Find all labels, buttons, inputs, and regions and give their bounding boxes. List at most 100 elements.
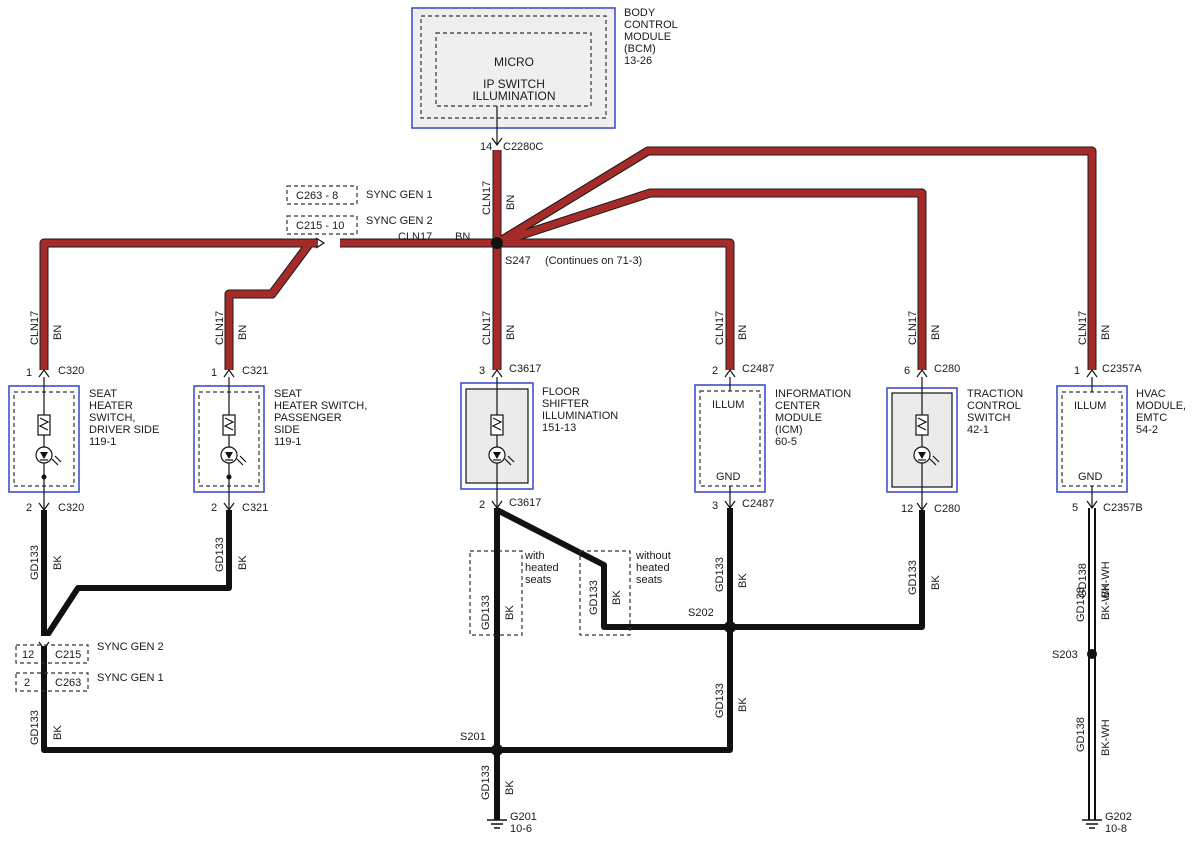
- conn-floor-bot: C3617: [509, 497, 541, 509]
- sync-bottom-label-1: SYNC GEN 2: [97, 641, 164, 653]
- seat-pass-title-5: 119-1: [274, 436, 301, 448]
- conn-icm-bot: C2487: [742, 498, 774, 510]
- floor-title-1: FLOOR: [542, 386, 580, 398]
- connector-arrow: [491, 137, 503, 147]
- ground-left-wire: GD133: [29, 710, 41, 745]
- conn-floor-top: C3617: [509, 363, 541, 375]
- pin-traction-top: 6: [904, 365, 910, 377]
- ground-left-color: BK: [52, 725, 64, 740]
- red-wires: [39, 146, 1097, 370]
- bcm-module: MICRO IP SWITCH ILLUMINATION: [411, 7, 616, 129]
- bcm-title-2: CONTROL: [624, 19, 678, 31]
- pin-floor-bot: 2: [479, 499, 485, 511]
- floor-title-3: ILLUMINATION: [542, 410, 618, 422]
- ground-s202-wire: GD133: [714, 683, 726, 718]
- seat-pass-title-3: PASSENGER: [274, 412, 342, 424]
- wire-color-traction-bot: BK: [930, 575, 942, 590]
- sync-bottom-pin-2: 2: [24, 677, 30, 689]
- splice-s247: [491, 237, 503, 249]
- wire-color-seat-driver-top: BN: [52, 325, 64, 340]
- seat-driver-title-2: HEATER: [89, 400, 133, 412]
- traction-title-1: TRACTION: [967, 388, 1023, 400]
- splice-s203-label: S203: [1052, 649, 1078, 661]
- wire-label-seat-pass-bot: GD133: [214, 537, 226, 572]
- bcm-title-5: 13-26: [624, 55, 652, 67]
- wire-label-floor-top: CLN17: [481, 311, 493, 345]
- pin-seat-pass-top: 1: [211, 367, 217, 379]
- option-without-line-3: seats: [636, 574, 663, 586]
- sync-bottom-label-2: SYNC GEN 1: [97, 672, 164, 684]
- conn-seat-pass-top: C321: [242, 365, 268, 377]
- hvac-illum: ILLUM: [1074, 400, 1106, 412]
- bcm-ip-label-2: ILLUMINATION: [472, 89, 555, 103]
- ground-s201-wire: GD133: [480, 765, 492, 800]
- ground-s202-color: BK: [737, 697, 749, 712]
- icm-illum: ILLUM: [712, 399, 744, 411]
- sync-bottom-conn-2: C263: [55, 677, 81, 689]
- hvac-title-2: MODULE,: [1136, 400, 1186, 412]
- wire-label-icm-bot: GD133: [714, 557, 726, 592]
- icm-title-1: INFORMATION: [775, 388, 851, 400]
- wire-label-seat-driver-top: CLN17: [29, 311, 41, 345]
- hvac-title-4: 54-2: [1136, 424, 1158, 436]
- wire-color-seat-driver-bot: BK: [52, 555, 64, 570]
- wire-color-horizontal: BN: [455, 231, 470, 243]
- sync-top-label-1: SYNC GEN 1: [366, 189, 433, 201]
- icm-title-2: CENTER: [775, 400, 820, 412]
- wire-label-bcm: CLN17: [481, 181, 493, 215]
- icm-title-4: (ICM): [775, 424, 803, 436]
- seat-driver-title-4: DRIVER SIDE: [89, 424, 159, 436]
- ground-wires: [41, 507, 1097, 820]
- hvac-module: [1056, 385, 1128, 493]
- pin-hvac-bot: 5: [1072, 502, 1078, 514]
- option-with-wire: GD133: [480, 595, 492, 630]
- wire-color-icm-bot: BK: [737, 573, 749, 588]
- conn-traction-top: C280: [934, 363, 960, 375]
- floor-title-4: 151-13: [542, 422, 576, 434]
- floor-title-2: SHIFTER: [542, 398, 589, 410]
- sync-top-box-2: C215 - 10: [296, 220, 344, 232]
- option-with-color: BK: [504, 605, 516, 620]
- ground-s201-color: BK: [504, 780, 516, 795]
- pin-seat-pass-bot: 2: [211, 502, 217, 514]
- ground-g201-id: G201: [510, 811, 537, 823]
- traction-title-2: CONTROL: [967, 400, 1021, 412]
- hvac-ground-color-lower: BK-WH: [1100, 719, 1112, 756]
- ground-symbol-g201: [487, 819, 507, 829]
- conn-seat-pass-bot: C321: [242, 502, 268, 514]
- pin-seat-driver-top: 1: [26, 367, 32, 379]
- seat-driver-title-1: SEAT: [89, 388, 117, 400]
- hvac-ground-wire-lower: GD138: [1075, 717, 1087, 752]
- wire-color-hvac-bot: BK-WH: [1100, 561, 1112, 598]
- pin-seat-driver-bot: 2: [26, 502, 32, 514]
- wire-color-seat-pass-bot: BK: [237, 555, 249, 570]
- wire-color-traction-top: BN: [930, 325, 942, 340]
- bcm-ip-label-1: IP SWITCH: [483, 77, 545, 91]
- pin-hvac-top: 1: [1074, 365, 1080, 377]
- bcm-micro-label: MICRO: [494, 55, 534, 69]
- ground-g201-ref: 10-6: [510, 823, 532, 835]
- conn-seat-driver-top: C320: [58, 365, 84, 377]
- option-without-line-2: heated: [636, 562, 670, 574]
- option-with-line-3: seats: [525, 574, 552, 586]
- hvac-title-3: EMTC: [1136, 412, 1167, 424]
- conn-hvac-top: C2357A: [1102, 363, 1142, 375]
- seat-pass-title-1: SEAT: [274, 388, 302, 400]
- continues-note: (Continues on 71-3): [545, 255, 642, 267]
- bcm-connector: C2280C: [503, 141, 543, 153]
- conn-icm-top: C2487: [742, 363, 774, 375]
- sync-bottom-pin-1: 12: [22, 649, 34, 661]
- wire-label-seat-pass-top: CLN17: [214, 311, 226, 345]
- bcm-pin: 14: [480, 141, 492, 153]
- splice-s203: [1087, 649, 1097, 659]
- pin-traction-bot: 12: [901, 503, 913, 515]
- traction-title-4: 42-1: [967, 424, 989, 436]
- wire-color-seat-pass-top: BN: [237, 325, 249, 340]
- pin-floor-top: 3: [479, 365, 485, 377]
- ground-symbol-g202: [1082, 819, 1102, 829]
- icm-title-5: 60-5: [775, 436, 797, 448]
- wire-color-floor-top: BN: [505, 325, 517, 340]
- wire-color-icm-top: BN: [737, 325, 749, 340]
- splice-s247-label: S247: [505, 255, 531, 267]
